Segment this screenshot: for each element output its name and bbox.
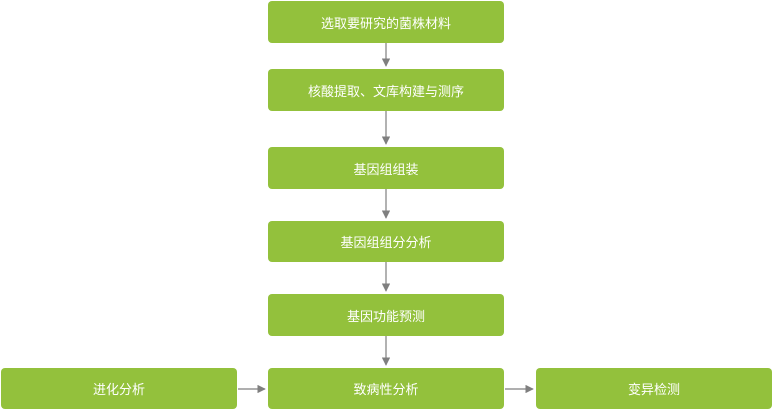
node-pathogenicity-analysis: 致病性分析 (268, 368, 504, 409)
node-genome-component-analysis: 基因组组分分析 (268, 221, 504, 262)
node-variant-detection: 变异检测 (536, 368, 772, 409)
node-extraction-library-sequencing: 核酸提取、文库构建与测序 (268, 69, 504, 111)
node-select-strain: 选取要研究的菌株材料 (268, 1, 504, 43)
node-evolution-analysis: 进化分析 (1, 368, 237, 409)
node-genome-assembly: 基因组组装 (268, 147, 504, 189)
node-gene-function-prediction: 基因功能预测 (268, 294, 504, 336)
